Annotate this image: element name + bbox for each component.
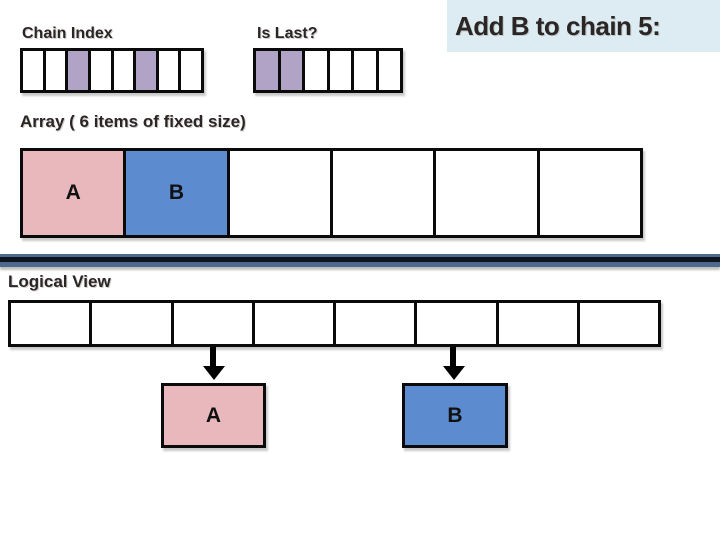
chain-index-cell-7 xyxy=(155,51,179,90)
pointer-box-b: B xyxy=(402,383,508,448)
is-last-label: Is Last? xyxy=(257,25,318,42)
main-array: A B xyxy=(20,148,643,238)
slide-title: Add B to chain 5: xyxy=(455,10,661,41)
logical-view-array xyxy=(8,300,661,347)
is-last-cell-4 xyxy=(326,51,351,90)
main-array-cell-b: B xyxy=(123,151,227,235)
down-arrow-b-stem xyxy=(450,347,456,367)
is-last-cell-3 xyxy=(302,51,327,90)
chain-index-cell-8 xyxy=(178,51,201,90)
chain-index-label: Chain Index xyxy=(22,25,113,42)
logical-cell-4 xyxy=(251,303,333,344)
section-divider xyxy=(0,254,720,267)
chain-index-cell-5 xyxy=(110,51,134,90)
is-last-cell-2 xyxy=(277,51,302,90)
logical-cell-3 xyxy=(170,303,252,344)
logical-cell-2 xyxy=(89,303,171,344)
chain-index-cell-6 xyxy=(133,51,156,90)
is-last-array xyxy=(253,48,403,93)
logical-cell-1 xyxy=(11,303,90,344)
pointer-box-a: A xyxy=(161,383,266,448)
main-array-cell-a: A xyxy=(23,151,124,235)
main-array-cell-4 xyxy=(329,151,434,235)
logical-cell-5 xyxy=(333,303,415,344)
logical-view-label: Logical View xyxy=(8,272,111,291)
slide-title-block: Add B to chain 5: xyxy=(447,0,720,52)
main-array-cell-5 xyxy=(433,151,537,235)
down-arrow-a-stem xyxy=(210,347,216,367)
logical-cell-8 xyxy=(576,303,658,344)
down-arrow-a-icon xyxy=(203,366,225,380)
chain-index-cell-1 xyxy=(23,51,43,90)
chain-index-cell-2 xyxy=(42,51,66,90)
main-array-cell-3 xyxy=(226,151,330,235)
is-last-cell-5 xyxy=(351,51,376,90)
is-last-cell-1 xyxy=(256,51,278,90)
down-arrow-b-icon xyxy=(443,366,465,380)
chain-index-cell-4 xyxy=(87,51,111,90)
chain-index-cell-3 xyxy=(65,51,88,90)
chain-index-array xyxy=(20,48,204,93)
array-section-label: Array ( 6 items of fixed size) xyxy=(20,112,246,131)
is-last-cell-6 xyxy=(375,51,400,90)
logical-cell-7 xyxy=(495,303,577,344)
logical-cell-6 xyxy=(414,303,496,344)
main-array-cell-6 xyxy=(536,151,640,235)
